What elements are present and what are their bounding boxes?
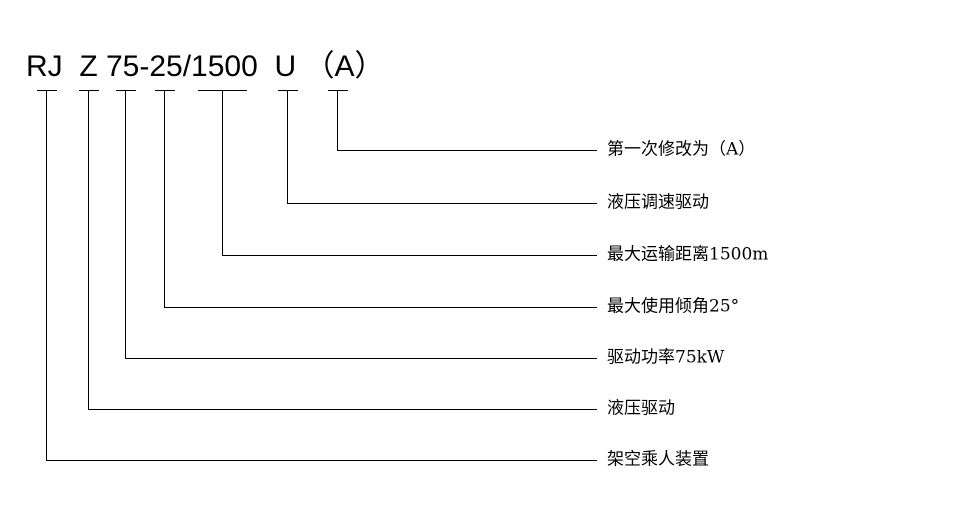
callout-label-power: 驱动功率75kW [607, 347, 725, 368]
callout-label-angle: 最大使用倾角25° [607, 296, 740, 317]
leader-vertical-drive-speed [287, 90, 288, 204]
tick-cap-angle [155, 90, 175, 91]
leader-vertical-hydraulic [88, 90, 89, 410]
leader-horizontal-distance [222, 255, 597, 256]
leader-horizontal-revision [337, 150, 597, 151]
model-code-text: RJ Z 75-25/1500 U （A） [26, 50, 385, 83]
callout-label-device: 架空乘人装置 [607, 449, 709, 470]
leader-horizontal-hydraulic [88, 409, 597, 410]
leader-horizontal-angle [164, 307, 597, 308]
callout-label-hydraulic: 液压驱动 [607, 398, 675, 419]
callout-label-distance: 最大运输距离1500m [607, 244, 769, 265]
leader-horizontal-drive-speed [287, 203, 597, 204]
leader-horizontal-device [46, 460, 597, 461]
leader-vertical-power [125, 90, 126, 359]
callout-label-drive-speed: 液压调速驱动 [607, 192, 709, 213]
leader-vertical-device [46, 90, 47, 461]
leader-vertical-distance [222, 90, 223, 256]
leader-vertical-angle [164, 90, 165, 308]
tick-cap-drive-speed [278, 90, 298, 91]
callout-label-revision: 第一次修改为（A） [607, 139, 756, 160]
tick-cap-device [37, 90, 57, 91]
leader-horizontal-power [125, 358, 597, 359]
tick-cap-power [116, 90, 136, 91]
leader-vertical-revision [337, 90, 338, 151]
tick-cap-revision [328, 90, 348, 91]
tick-cap-hydraulic [79, 90, 99, 91]
